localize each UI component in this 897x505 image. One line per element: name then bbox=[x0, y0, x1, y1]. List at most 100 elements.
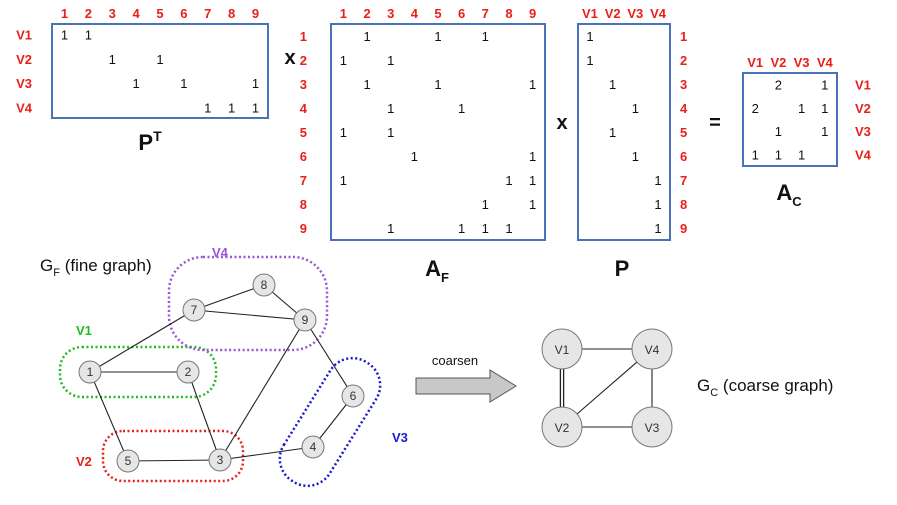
pt-title: PT bbox=[138, 128, 162, 155]
p-row-label: 4 bbox=[680, 101, 688, 116]
group-label-v1: V1 bbox=[76, 323, 92, 338]
coarse-node-label: V1 bbox=[555, 343, 570, 357]
pt-cell: 1 bbox=[252, 101, 259, 116]
af-row-label: 2 bbox=[300, 53, 307, 68]
arrow-shape bbox=[415, 369, 517, 403]
coarsen-label: coarsen bbox=[432, 353, 478, 368]
fine-node: 5 bbox=[116, 449, 140, 473]
af-matrix-border bbox=[330, 23, 546, 241]
fine-edge bbox=[89, 371, 129, 462]
pt-col-label: 5 bbox=[156, 6, 163, 21]
af-col-label: 4 bbox=[411, 6, 419, 21]
pt-row-label: V3 bbox=[16, 76, 32, 91]
af-cell: 1 bbox=[529, 77, 536, 92]
af-col-label: 7 bbox=[482, 6, 489, 21]
fine-node: 3 bbox=[208, 448, 232, 472]
af-cell: 1 bbox=[458, 101, 465, 116]
coarse-node-label: V2 bbox=[555, 421, 570, 435]
af-cell: 1 bbox=[340, 53, 347, 68]
af-cell: 1 bbox=[387, 101, 394, 116]
coarse-graph-title-subscript: C bbox=[710, 387, 718, 399]
af-col-label: 3 bbox=[387, 6, 394, 21]
pt-col-label: 9 bbox=[252, 6, 259, 21]
p-cell: 1 bbox=[654, 173, 661, 188]
fine-node-circle bbox=[301, 435, 325, 459]
pt-col-label: 4 bbox=[133, 6, 141, 21]
af-cell: 1 bbox=[434, 77, 441, 92]
ac-row-label: V2 bbox=[855, 101, 871, 116]
p-cell: 1 bbox=[586, 29, 593, 44]
group-outline-v3 bbox=[278, 356, 382, 488]
p-cell: 1 bbox=[654, 197, 661, 212]
af-cell: 1 bbox=[387, 53, 394, 68]
af-col-label: 9 bbox=[529, 6, 536, 21]
fine-node-circle bbox=[176, 360, 200, 384]
pt-col-label: 2 bbox=[85, 6, 92, 21]
p-col-label: V1 bbox=[582, 6, 598, 21]
fine-edge bbox=[89, 309, 195, 373]
group-outline-v4 bbox=[167, 255, 329, 352]
af-cell: 1 bbox=[387, 221, 394, 236]
af-cell: 1 bbox=[482, 221, 489, 236]
af-cell: 1 bbox=[387, 125, 394, 140]
ac-cell: 1 bbox=[752, 147, 759, 162]
fine-edge bbox=[193, 284, 265, 311]
fine-node: 2 bbox=[176, 360, 200, 384]
af-col-label: 2 bbox=[363, 6, 370, 21]
pt-cell: 1 bbox=[61, 27, 68, 42]
ac-cell: 2 bbox=[775, 78, 782, 93]
af-cell: 1 bbox=[529, 149, 536, 164]
fine-edge bbox=[219, 446, 314, 461]
p-title: P bbox=[615, 256, 630, 281]
fine-edge bbox=[127, 459, 221, 462]
group-outline-v2 bbox=[101, 429, 245, 483]
ac-cell: 1 bbox=[821, 78, 828, 93]
pt-cell: 1 bbox=[156, 52, 163, 67]
fine-node-circle bbox=[293, 308, 317, 332]
af-col-label: 5 bbox=[434, 6, 441, 21]
ac-title-subscript: C bbox=[792, 194, 802, 209]
fine-node-circle bbox=[116, 449, 140, 473]
p-cell: 1 bbox=[632, 149, 639, 164]
pt-cell: 1 bbox=[85, 27, 92, 42]
coarse-node-label: V4 bbox=[645, 343, 660, 357]
fine-node-circle bbox=[78, 360, 102, 384]
pt-row-label: V2 bbox=[16, 52, 32, 67]
af-row-label: 7 bbox=[300, 173, 307, 188]
af-cell: 1 bbox=[482, 29, 489, 44]
fine-edge bbox=[304, 319, 354, 397]
coarse-node: V4 bbox=[631, 328, 673, 370]
af-row-label: 6 bbox=[300, 149, 307, 164]
coarse-node: V1 bbox=[541, 328, 583, 370]
ac-row-label: V4 bbox=[855, 147, 872, 162]
fine-node-label: 7 bbox=[191, 303, 198, 317]
p-row-label: 8 bbox=[680, 197, 687, 212]
fine-node: 7 bbox=[182, 298, 206, 322]
fine-node-label: 1 bbox=[87, 365, 94, 379]
af-col-label: 1 bbox=[340, 6, 347, 21]
fine-node-label: 9 bbox=[302, 313, 309, 327]
p-cell: 1 bbox=[586, 53, 593, 68]
coarse-node: V3 bbox=[631, 406, 673, 448]
p-row-label: 7 bbox=[680, 173, 687, 188]
pt-matrix-border bbox=[51, 23, 269, 119]
pt-row-label: V4 bbox=[16, 101, 33, 116]
p-row-label: 6 bbox=[680, 149, 687, 164]
fine-node: 4 bbox=[301, 435, 325, 459]
af-row-label: 5 bbox=[300, 125, 307, 140]
ac-col-label: V2 bbox=[770, 55, 786, 70]
fine-node-circle bbox=[252, 273, 276, 297]
pt-col-label: 8 bbox=[228, 6, 235, 21]
fine-node-label: 6 bbox=[350, 389, 357, 403]
coarse-node-label: V3 bbox=[645, 421, 660, 435]
coarsen-arrow: coarsen bbox=[415, 353, 517, 403]
af-cell: 1 bbox=[505, 221, 512, 236]
p-col-label: V2 bbox=[605, 6, 621, 21]
ac-cell: 1 bbox=[821, 124, 828, 139]
fine-node-label: 3 bbox=[217, 453, 224, 467]
